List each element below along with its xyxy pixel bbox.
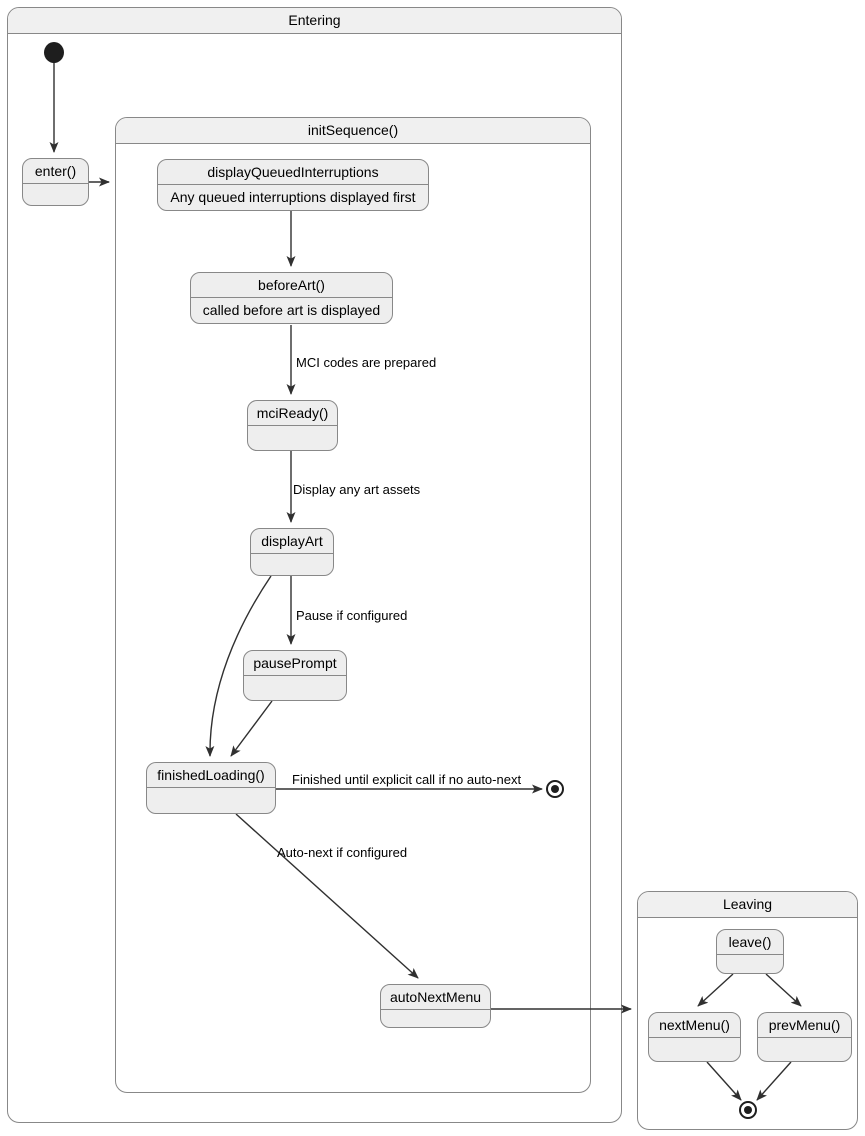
transition-label-finished-until-explicit: Finished until explicit call if no auto-…: [292, 772, 522, 787]
state-leave-name: leave(): [717, 930, 783, 955]
state-auto-next-menu-name: autoNextMenu: [381, 985, 490, 1010]
composite-state-init-sequence[interactable]: initSequence(): [115, 117, 591, 1093]
composite-state-init-sequence-title: initSequence(): [116, 118, 590, 144]
state-display-queued-interruptions[interactable]: displayQueuedInterruptions Any queued in…: [157, 159, 429, 211]
state-before-art[interactable]: beforeArt() called before art is display…: [190, 272, 393, 324]
state-pause-prompt[interactable]: pausePrompt: [243, 650, 347, 701]
state-next-menu[interactable]: nextMenu(): [648, 1012, 741, 1062]
initial-pseudostate-entering: [44, 42, 64, 63]
composite-state-leaving-title: Leaving: [638, 892, 857, 918]
transition-label-pause-if-configured: Pause if configured: [296, 608, 408, 623]
final-state-entering: [546, 780, 564, 798]
composite-state-entering-title: Entering: [8, 8, 621, 34]
state-leave[interactable]: leave(): [716, 929, 784, 974]
state-auto-next-menu[interactable]: autoNextMenu: [380, 984, 491, 1028]
state-before-art-name: beforeArt(): [191, 273, 392, 298]
transition-label-mci-codes: MCI codes are prepared: [296, 355, 437, 370]
final-state-leaving: [739, 1101, 757, 1119]
state-display-art[interactable]: displayArt: [250, 528, 334, 576]
state-mci-ready[interactable]: mciReady(): [247, 400, 338, 451]
state-finished-loading-name: finishedLoading(): [147, 763, 275, 788]
transition-label-auto-next-if-configured: Auto-next if configured: [277, 845, 408, 860]
state-finished-loading[interactable]: finishedLoading(): [146, 762, 276, 814]
composite-state-leaving[interactable]: Leaving: [637, 891, 858, 1130]
state-display-queued-interruptions-name: displayQueuedInterruptions: [158, 160, 428, 185]
state-enter-name: enter(): [23, 159, 88, 184]
state-before-art-body: called before art is displayed: [202, 302, 381, 318]
state-pause-prompt-name: pausePrompt: [244, 651, 346, 676]
state-mci-ready-name: mciReady(): [248, 401, 337, 426]
state-enter[interactable]: enter(): [22, 158, 89, 206]
transition-label-display-art-assets: Display any art assets: [293, 482, 421, 497]
state-display-art-name: displayArt: [251, 529, 333, 554]
state-display-queued-interruptions-body: Any queued interruptions displayed first: [170, 189, 416, 205]
state-prev-menu-name: prevMenu(): [758, 1013, 851, 1038]
state-prev-menu[interactable]: prevMenu(): [757, 1012, 852, 1062]
state-next-menu-name: nextMenu(): [649, 1013, 740, 1038]
